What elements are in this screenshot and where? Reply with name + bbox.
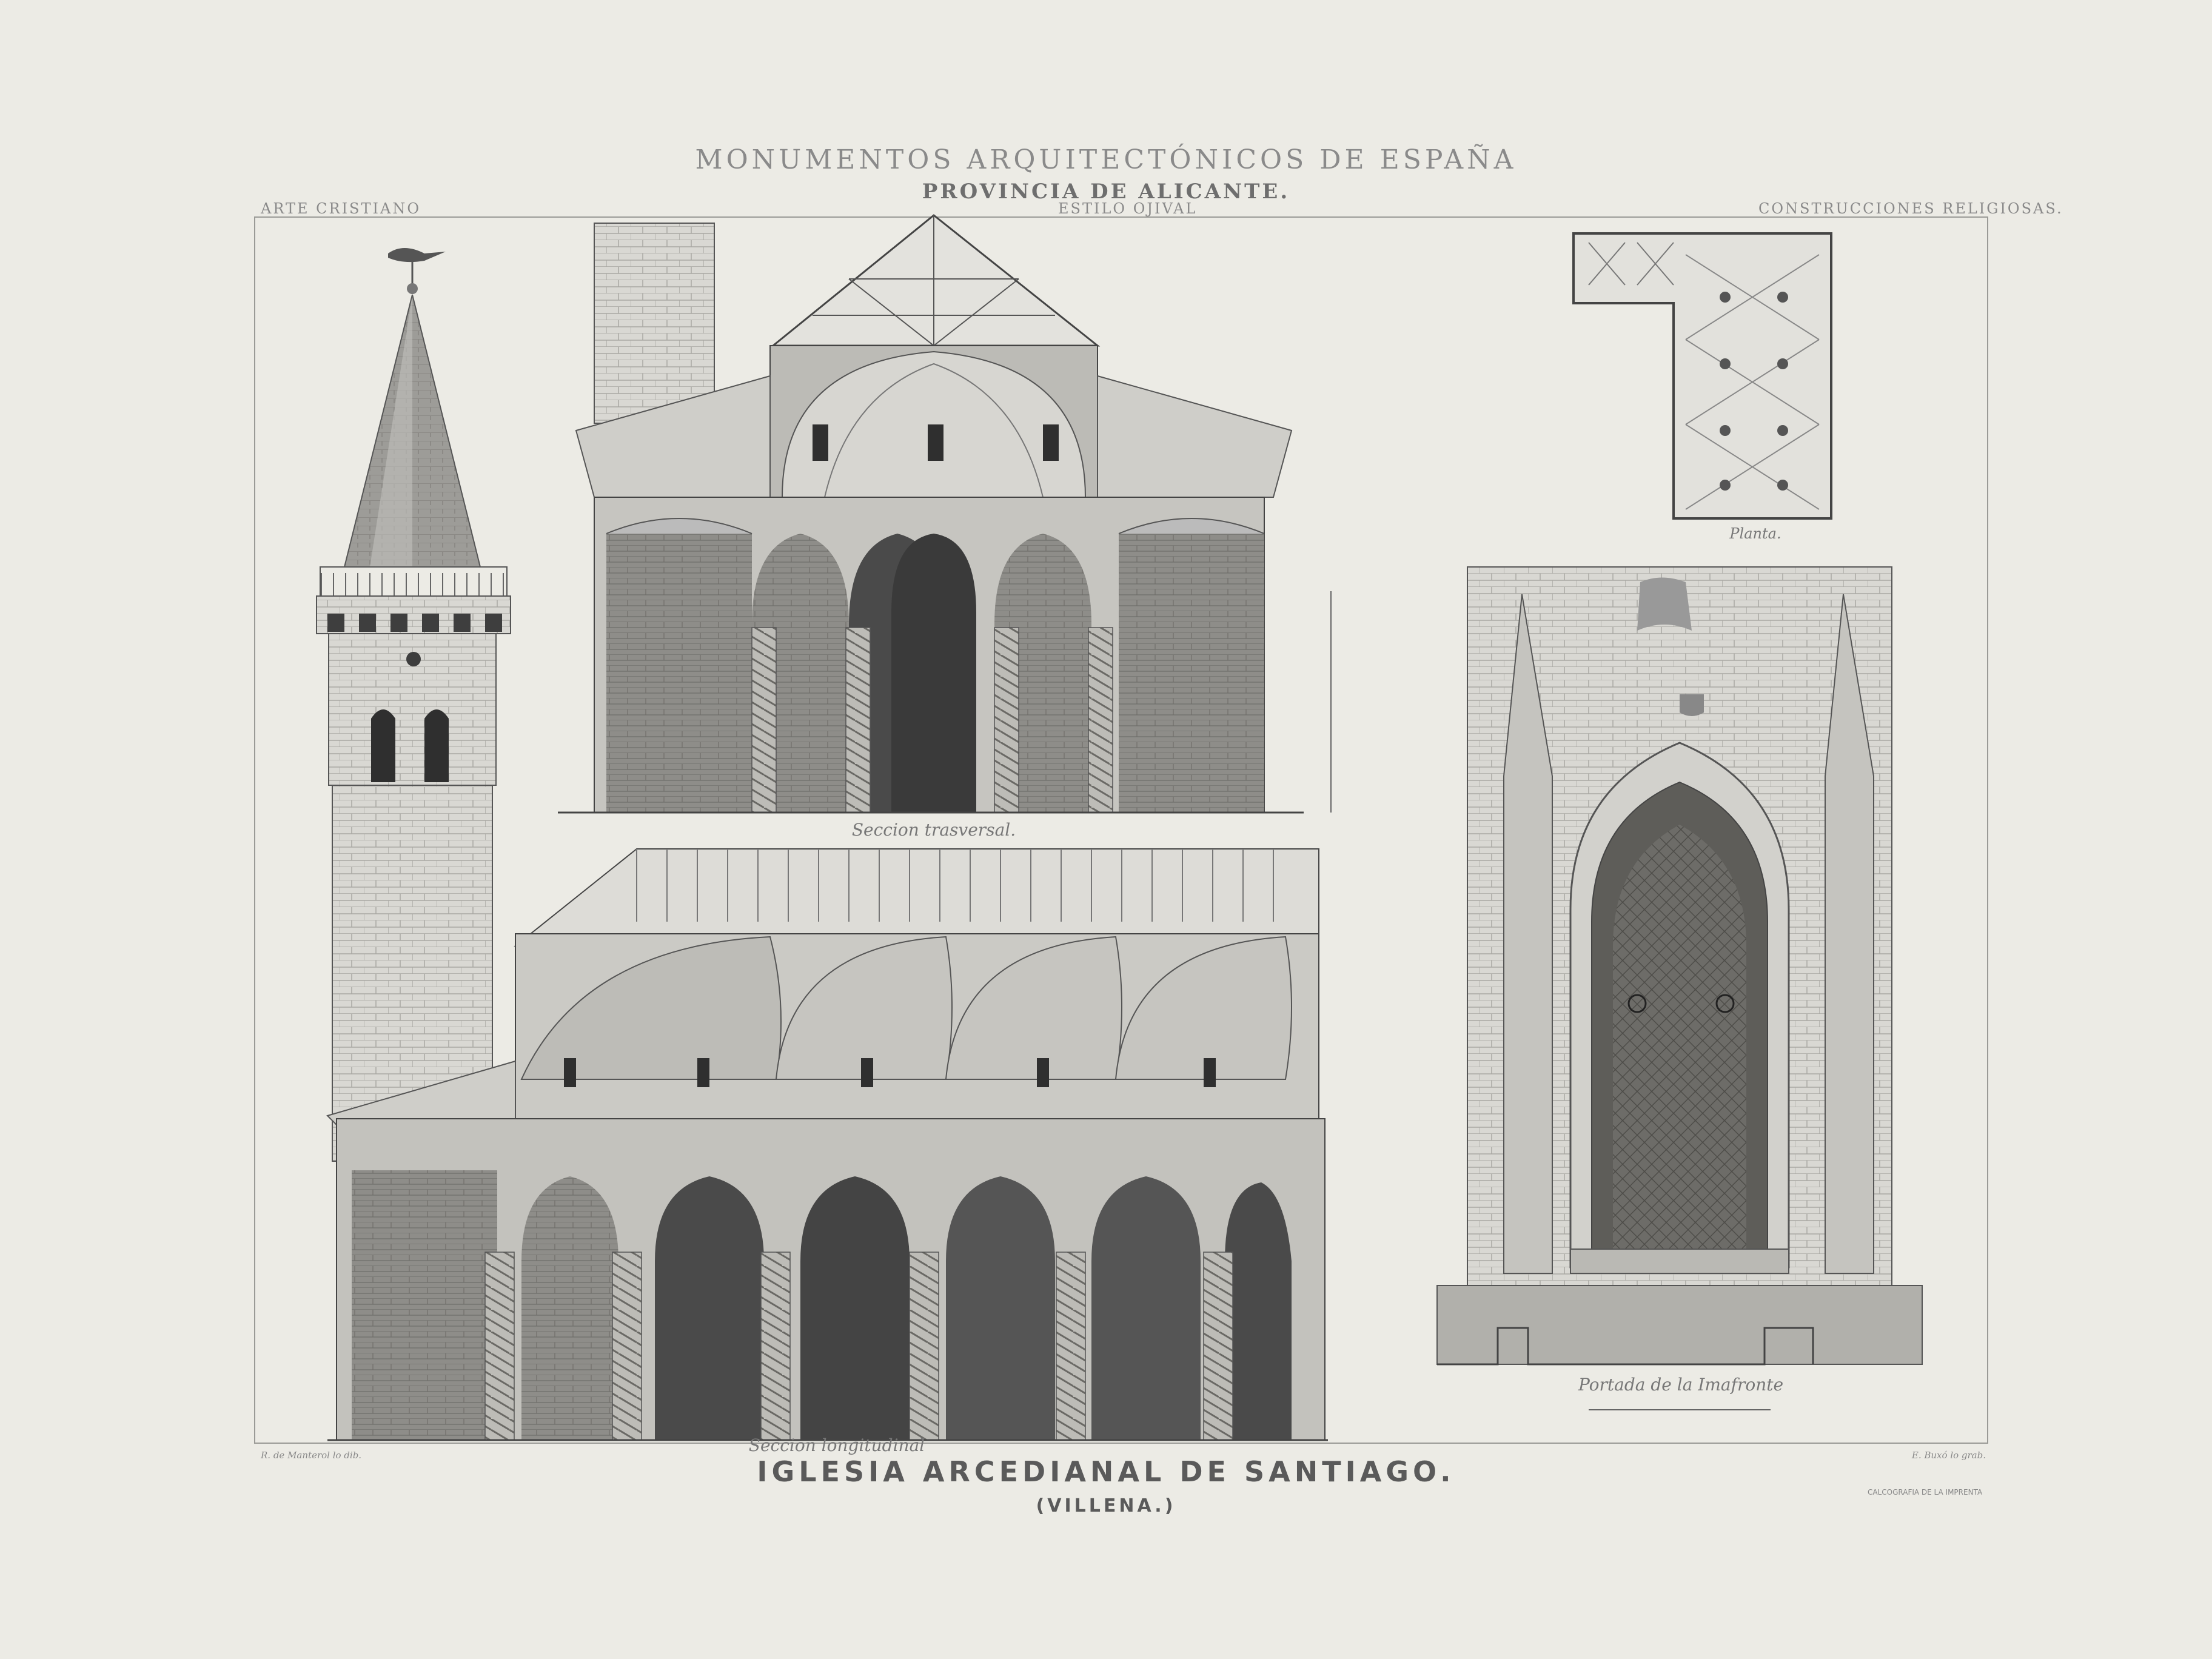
plate-subtitle: (VILLENA.) (1036, 1495, 1176, 1517)
portal-caption: Portada de la Imafronte (1578, 1375, 1783, 1395)
floor-plan-drawing (1572, 232, 1832, 520)
portal-elevation-drawing (1436, 566, 1923, 1410)
transverse-section-caption: Seccion trasversal. (852, 820, 1016, 840)
category-label: CONSTRUCCIONES RELIGIOSAS. (1758, 200, 2063, 217)
draughtsman-credit: R. de Manterol lo dib. (260, 1450, 361, 1461)
transverse-section-drawing (558, 214, 1332, 814)
longitudinal-section-caption: Seccion longitudinal (749, 1435, 925, 1455)
province-title: PROVINCIA DE ALICANTE. (922, 179, 1290, 204)
art-label: ARTE CRISTIANO (261, 200, 421, 217)
publisher-credit: CALCOGRAFIA DE LA IMPRENTA (1868, 1488, 1983, 1496)
style-label: ESTILO OJIVAL (1058, 200, 1198, 217)
plate-title: IGLESIA ARCEDIANAL DE SANTIAGO. (757, 1455, 1455, 1488)
engraver-credit: E. Buxó lo grab. (1911, 1450, 1986, 1461)
weathervane-icon (388, 248, 446, 263)
angel-relief-icon (1637, 577, 1692, 631)
series-title: MONUMENTOS ARQUITECTÓNICOS DE ESPAÑA (695, 144, 1517, 175)
longitudinal-section-drawing (326, 848, 1328, 1441)
plate-border (254, 216, 1988, 1444)
plan-caption: Planta. (1729, 525, 1781, 542)
bell-tower-elevation (316, 248, 511, 1162)
